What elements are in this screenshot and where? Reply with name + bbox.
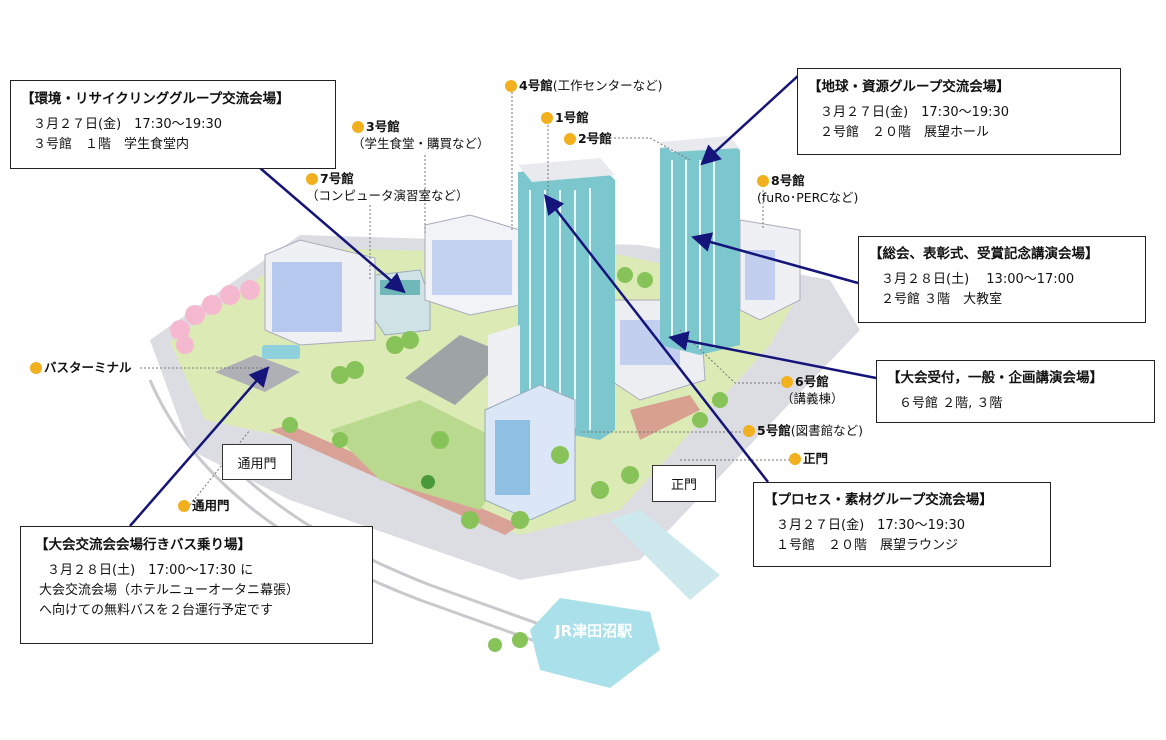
building-1-tower — [488, 158, 615, 440]
station-building — [530, 510, 720, 688]
garden — [330, 400, 520, 510]
callout-line: ３月２７日(金) 17:30～19:30 — [33, 117, 223, 132]
callout-line: ６号館 ２階, ３階 — [899, 396, 1003, 411]
label-side-gate: 通用門 — [178, 497, 230, 514]
marker-dot-icon — [757, 175, 769, 187]
marker-dot-icon — [781, 376, 793, 388]
building-7 — [264, 239, 376, 346]
callout-line: ３号館 １階 学生食堂内 — [33, 137, 190, 152]
callout-arrows — [129, 73, 877, 527]
callout-earth-group: 【地球・資源グループ交流会場】 ３月２７日(金) 17:30～19:30 ２号館… — [797, 68, 1121, 155]
callout-title: 【環境・リサイクリンググループ交流会場】 — [21, 91, 290, 107]
label-main-gate: 正門 — [789, 450, 828, 467]
callout-line: ３月２７日(金) 17:30～19:30 — [776, 518, 966, 533]
brick-field — [630, 395, 700, 440]
side-gate-label: 通用門 — [222, 444, 292, 480]
marker-dot-icon — [541, 112, 553, 124]
callout-title: 【総会、表彰式、受賞記念講演会場】 — [869, 246, 1099, 262]
callout-line: ２号館 ２０階 展望ホール — [820, 125, 990, 140]
callout-general-assembly: 【総会、表彰式、受賞記念講演会場】 ３月２８日(土) 13:00～17:00 ２… — [858, 236, 1146, 323]
callout-line: ３月２８日(土) 13:00～17:00 — [881, 272, 1075, 287]
callout-line: ３月２８日(土) 17:00～17:30 に — [47, 563, 254, 578]
label-building-8: 8号館(fuRo･PERCなど) — [757, 173, 859, 205]
callout-line: へ向けての無料バスを２台運行予定です — [39, 603, 274, 618]
marker-dot-icon — [743, 425, 755, 437]
building-8 — [739, 219, 801, 321]
building-2-tower — [660, 136, 740, 355]
callout-line: １号館 ２０階 展望ラウンジ — [776, 538, 959, 553]
label-building-3: 3号館（学生食堂・購買など） — [352, 119, 490, 151]
callout-title: 【プロセス・素材グループ交流会場】 — [764, 492, 993, 508]
callout-process-group: 【プロセス・素材グループ交流会場】 ３月２７日(金) 17:30～19:30 １… — [753, 482, 1051, 567]
callout-line: 大会交流会場（ホテルニューオータニ幕張） — [39, 583, 300, 598]
label-building-6: 6号館（講義棟） — [781, 374, 844, 406]
leader-lines — [140, 92, 790, 506]
callout-environment-group: 【環境・リサイクリンググループ交流会場】 ３月２７日(金) 17:30～19:3… — [10, 80, 336, 169]
label-bus-terminal: バスターミナル — [30, 359, 132, 376]
label-building-2: 2号館 — [564, 130, 612, 147]
bus-stop — [262, 345, 300, 359]
marker-dot-icon — [30, 362, 42, 374]
building-4 — [424, 214, 521, 316]
marker-dot-icon — [505, 80, 517, 92]
callout-title: 【大会受付，一般・企画講演会場】 — [887, 370, 1103, 386]
callout-title: 【地球・資源グループ交流会場】 — [808, 79, 1010, 95]
marker-dot-icon — [306, 173, 318, 185]
trees — [282, 267, 728, 652]
station-label: JR津田沼駅 — [555, 622, 633, 640]
plaza — [405, 335, 510, 405]
label-building-5: 5号館(図書館など) — [743, 422, 863, 439]
cherry-trees — [170, 280, 260, 354]
building-3 — [374, 269, 431, 336]
main-gate-label: 正門 — [652, 465, 716, 502]
label-building-1: 1号館 — [541, 109, 589, 126]
callout-bus-stop: 【大会交流会会場行きバス乗り場】 ３月２８日(土) 17:00～17:30 に … — [20, 526, 373, 644]
callout-reception: 【大会受付，一般・企画講演会場】 ６号館 ２階, ３階 — [876, 360, 1155, 423]
marker-dot-icon — [564, 133, 576, 145]
marker-dot-icon — [178, 500, 190, 512]
building-5 — [484, 384, 576, 521]
callout-title: 【大会交流会会場行きバス乗り場】 — [35, 537, 251, 553]
callout-line: ３月２７日(金) 17:30～19:30 — [820, 105, 1010, 120]
label-building-7: 7号館（コンピュータ演習室など） — [306, 171, 469, 203]
callout-line: ２号館 ３階 大教室 — [881, 292, 1003, 307]
marker-dot-icon — [789, 453, 801, 465]
marker-dot-icon — [352, 121, 364, 133]
label-building-4: 4号館(工作センターなど) — [505, 77, 662, 94]
